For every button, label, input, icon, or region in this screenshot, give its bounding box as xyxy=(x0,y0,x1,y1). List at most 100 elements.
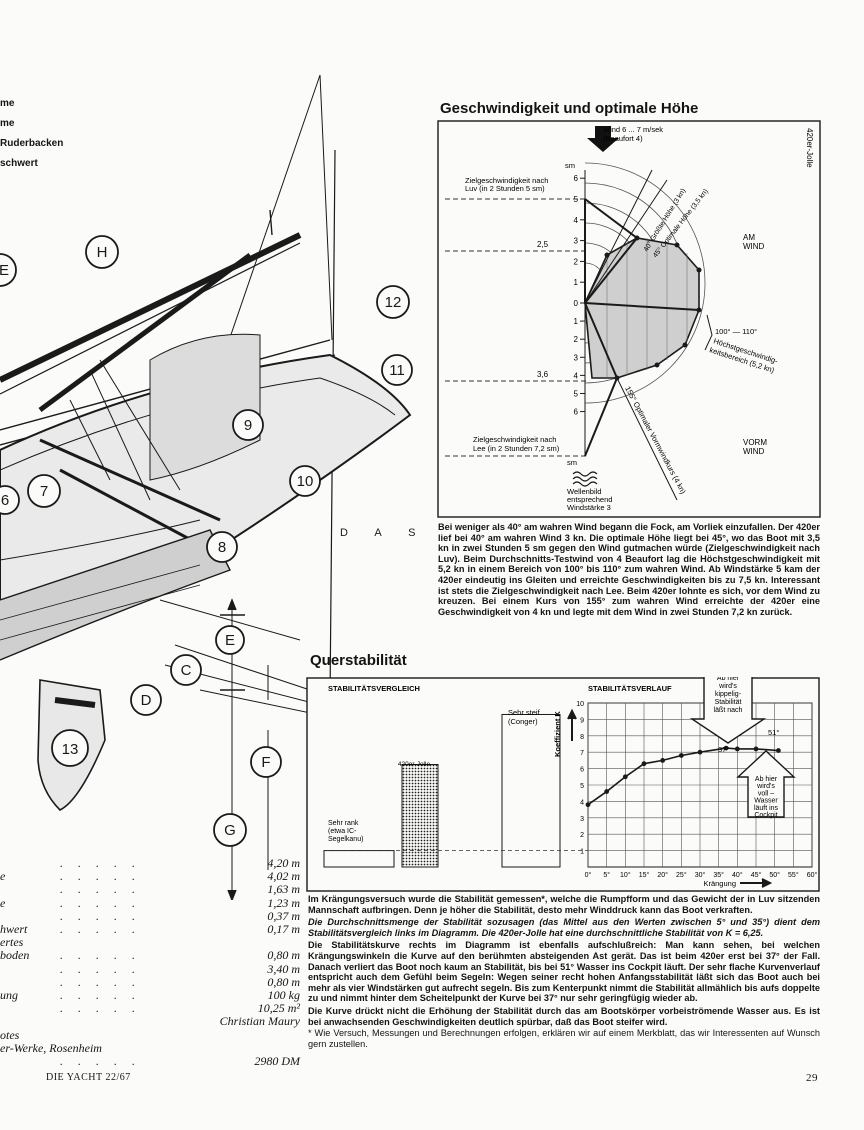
spec-label: boden xyxy=(0,948,30,963)
footer-left: DIE YACHT 22/67 xyxy=(46,1072,131,1083)
spec-dots: . . . . . xyxy=(60,974,141,989)
data-point xyxy=(604,789,610,794)
spec-dots: . . . . . xyxy=(60,961,141,976)
spec-row: ertes xyxy=(0,935,300,950)
unit-top: sm xyxy=(565,161,575,170)
spec-label: otes xyxy=(0,1027,20,1042)
bar-label-stiff: (Conger) xyxy=(508,717,538,726)
callout-right-line: Cockpit xyxy=(754,812,777,819)
spec-value: 0,17 m xyxy=(267,922,300,936)
y-tick-label: 1 xyxy=(574,278,579,287)
spec-dots: . . . . . xyxy=(60,1001,141,1016)
spec-row: 1,63 m. . . . . xyxy=(0,882,300,897)
data-point xyxy=(697,749,703,755)
y-tick-label: 2 xyxy=(574,257,579,266)
spec-label: ertes xyxy=(0,935,24,950)
spec-value: Christian Maury xyxy=(219,1014,300,1029)
luv-label: Zielgeschwindigkeit nach xyxy=(465,176,548,185)
wind-label: (Beaufort 4) xyxy=(603,134,643,143)
am-wind-label: WIND xyxy=(743,242,765,251)
comparison-bar xyxy=(401,764,439,868)
spec-value: 4,20 m xyxy=(267,856,300,870)
drawing-label: 8 xyxy=(218,539,226,556)
x-tick-label: 60° xyxy=(807,871,818,879)
am-wind-label: AM xyxy=(743,233,755,242)
y-tick-label: 3 xyxy=(574,353,579,362)
stability-diagram: STABILITÄTSVERGLEICH STABILITÄTSVERLAUF … xyxy=(306,677,820,892)
spec-value: 4,02 m xyxy=(267,869,300,884)
y-tick-label: 4 xyxy=(574,371,579,380)
spec-dots: . . . . . xyxy=(60,908,141,923)
spec-label: e xyxy=(0,895,6,910)
drawing-label: E xyxy=(225,632,235,649)
spec-label: er-Werke, Rosenheim xyxy=(0,1040,102,1055)
sailboat-drawing: H 12 11 9 10 7 6 8 E C D F G 13 E D A S xyxy=(0,74,440,900)
x-tick-label: 10° xyxy=(620,871,631,879)
callout-top-line: läßt nach xyxy=(714,707,743,714)
data-point xyxy=(723,745,729,751)
y-tick-label: 5 xyxy=(574,195,579,204)
spec-label: ung xyxy=(0,988,18,1002)
callout-right-line: voll – xyxy=(758,790,774,797)
y-tick-label: 8 xyxy=(580,734,584,741)
spec-value: 0,80 m xyxy=(267,974,300,989)
mark-36: 3,6 xyxy=(537,370,549,379)
spec-value: 1,23 m xyxy=(267,895,300,910)
wave-label: Windstärke 3 xyxy=(567,503,611,512)
drawing-label: C xyxy=(181,662,192,679)
spec-row: 0,80 m . . . . . xyxy=(0,974,300,989)
x-tick-label: 45° xyxy=(751,871,762,879)
spec-value: 1,63 m xyxy=(267,882,300,897)
stab-footnote: * Wie Versuch, Messungen und Berechnunge… xyxy=(308,1028,820,1049)
data-point xyxy=(678,753,684,758)
callout-top-line: Ab hier xyxy=(717,677,740,682)
drawing-label: 12 xyxy=(385,294,402,311)
x-tick-label: 55° xyxy=(788,871,799,879)
bar-label-rank: Segelkanu) xyxy=(328,836,363,843)
luv-label: Luv (in 2 Stunden 5 sm) xyxy=(465,184,545,193)
spec-value: 10,25 m² xyxy=(257,1001,300,1016)
spec-dots: . . . . . xyxy=(60,1054,141,1068)
speed-title: Geschwindigkeit und optimale Höhe xyxy=(440,100,699,117)
data-point xyxy=(776,748,781,753)
spec-dots: . . . . . xyxy=(60,895,141,910)
stability-paragraphs: Im Krängungsversuch wurde die Stabilität… xyxy=(308,894,820,1049)
y-tick-label: 1 xyxy=(580,849,584,856)
stability-title: Querstabilität xyxy=(310,652,407,669)
y-tick-label: 5 xyxy=(580,783,584,790)
x-tick-label: 0° xyxy=(585,871,592,879)
legend-line: me xyxy=(0,98,15,109)
legend-line: schwert xyxy=(0,158,38,169)
y-tick-label: 10 xyxy=(576,701,584,708)
data-point xyxy=(660,758,666,763)
bar-label-jolle: 420er-Jolle xyxy=(398,761,431,768)
stab-paragraph: Die Durchschnittsmenge der Stabilität so… xyxy=(308,917,820,938)
data-point xyxy=(622,774,628,780)
drawing-label: 9 xyxy=(244,417,252,434)
drawing-label: D xyxy=(141,692,152,709)
y-tick-label: 6 xyxy=(574,408,579,417)
y-tick-label: 7 xyxy=(580,750,584,757)
footer-page-number: 29 xyxy=(806,1072,818,1084)
y-tick-label: 3 xyxy=(574,237,579,246)
boat-name-lettering: D A S xyxy=(340,527,428,539)
comparison-bar xyxy=(501,713,561,868)
bar-label-rank: Sehr rank xyxy=(328,820,359,827)
x-axis-label: Krängung xyxy=(703,879,736,888)
x-tick-label: 35° xyxy=(713,871,724,879)
spec-row: otes xyxy=(0,1027,300,1042)
y-tick-label: 2 xyxy=(574,335,579,344)
left-chart-title: STABILITÄTSVERGLEICH xyxy=(328,684,420,693)
callout-right-line: Wasser xyxy=(754,798,778,805)
wave-label: entsprechend xyxy=(567,495,612,504)
drawing-label: 10 xyxy=(297,473,314,490)
y-tick-label: 6 xyxy=(580,767,584,774)
stab-paragraph: Die Kurve drückt nicht die Erhöhung der … xyxy=(308,1005,820,1027)
data-point xyxy=(585,802,591,808)
angle-100-label: 100° — 110° xyxy=(715,327,757,336)
label-51: 51° xyxy=(768,728,779,737)
wind-label: Wind 6 ... 7 m/sek xyxy=(603,125,663,134)
